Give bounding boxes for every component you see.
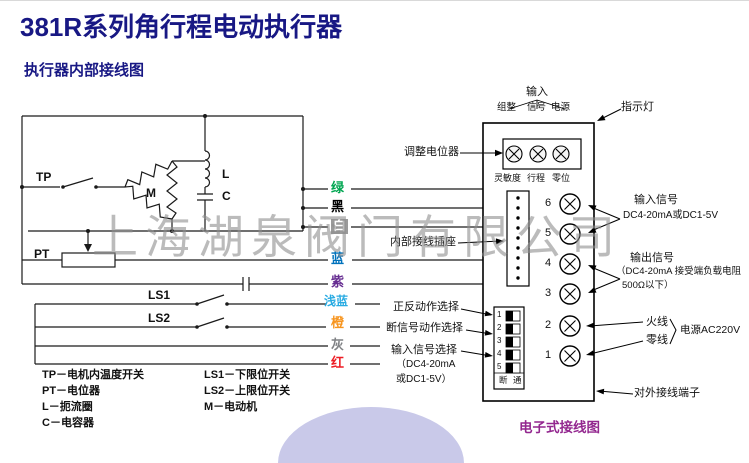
legend-item-tp: TP－电机内温度开关 <box>42 369 145 381</box>
pot-label-sensitivity: 灵敏度 <box>494 173 522 183</box>
socket-pins <box>516 196 520 280</box>
legend-item-ls2: LS2－上限位开关 <box>204 385 291 397</box>
wire-label-purple: 紫 <box>331 274 345 289</box>
terminal-block <box>482 99 595 402</box>
annotation-input-signal-range: DC4-20mA或DC1-5V <box>623 210 719 221</box>
label-capacitor: C <box>222 189 231 203</box>
terminal-number-4: 4 <box>545 257 552 269</box>
capacitor-c <box>197 187 213 231</box>
wire-label-red: 红 <box>331 355 345 370</box>
wire-label-blue: 蓝 <box>331 251 345 266</box>
motor-winding <box>124 185 173 220</box>
dip-row-3: 3 <box>497 336 502 345</box>
wire-label-gray: 灰 <box>331 337 345 352</box>
annotation-dip-input-select-range2: 或DC1-5V） <box>396 374 452 385</box>
input-group-label: 输入 <box>526 86 548 98</box>
wire-label-black: 黑 <box>331 199 345 214</box>
wire-label-white: 白 <box>331 218 349 234</box>
company-watermark: 上海湖泉阀门有限公司 <box>92 212 622 263</box>
annotation-live-wire: 火线 <box>646 316 668 328</box>
annotation-dip-signal-loss: 断信号动作选择 <box>386 322 463 334</box>
junction-dots <box>20 114 305 329</box>
annotation-indicator-light: 指示灯 <box>621 101 654 113</box>
dip-off-label: 断 <box>499 375 508 385</box>
annotation-dip-forward-reverse: 正反动作选择 <box>393 301 459 313</box>
annotation-input-signal: 输入信号 <box>634 194 678 206</box>
label-ls2: LS2 <box>148 311 171 325</box>
dip-switch-block <box>493 306 525 390</box>
label-tp: TP <box>36 170 52 184</box>
pot-label-zero: 零位 <box>552 173 571 183</box>
annotation-internal-socket: 内部接线插座 <box>390 236 456 248</box>
legend-item-pt: PT－电位器 <box>42 385 101 397</box>
limit-switch-ls2 <box>35 317 326 328</box>
capacitor-branch <box>21 260 328 291</box>
annotation-dip-input-select: 输入信号选择 <box>391 344 457 356</box>
motor-winding <box>165 160 178 220</box>
dip-row-5: 5 <box>497 362 502 371</box>
dip-row-1: 1 <box>497 310 502 319</box>
annotation-output-signal-range: （DC4-20mA 接受端负载电阻 <box>616 266 742 277</box>
top-terminal-label-3: 电源 <box>551 102 571 113</box>
dip-row-2: 2 <box>497 323 502 332</box>
wire-label-orange: 橙 <box>331 315 345 330</box>
legend-item-ls1: LS1－下限位开关 <box>204 369 291 381</box>
screw-terminals <box>559 193 581 367</box>
motor-winding <box>124 160 173 188</box>
adjust-pot-box <box>502 138 582 170</box>
annotation-adjust-pot: 调整电位器 <box>404 146 459 158</box>
footer-caption: 电子式接线图 <box>519 420 600 435</box>
annotation-output-signal: 输出信号 <box>630 252 674 264</box>
legend-item-c: C－电容器 <box>42 417 94 429</box>
annotation-output-signal-load: 500Ω以下） <box>622 280 674 291</box>
dip-row-4: 4 <box>497 349 502 358</box>
pot-screws <box>505 145 570 163</box>
top-terminal-label-1: 组整 <box>497 102 517 113</box>
circuit-lines <box>21 115 483 365</box>
legend-item-m: M－电动机 <box>204 401 258 413</box>
tp-switch <box>62 177 125 188</box>
terminal-number-2: 2 <box>545 319 552 331</box>
limit-switch-ls1 <box>35 294 326 305</box>
wire-label-light-blue: 浅蓝 <box>324 294 349 308</box>
annotation-power-supply: 电源AC220V <box>680 324 741 336</box>
label-motor: M <box>146 186 156 200</box>
dip-on-label: 通 <box>513 375 522 385</box>
choke-coil-l <box>204 150 211 188</box>
label-ls1: LS1 <box>148 288 171 302</box>
terminal-number-6: 6 <box>545 197 552 209</box>
wiper-arrow <box>84 244 92 252</box>
wire-label-green: 绿 <box>331 180 345 195</box>
label-pt: PT <box>34 247 50 261</box>
annotation-dip-input-select-range1: （DC4-20mA <box>396 359 456 370</box>
annotation-external-terminals: 对外接线端子 <box>634 387 700 399</box>
label-choke: L <box>222 167 230 181</box>
pot-label-travel: 行程 <box>527 173 546 183</box>
annotation-neutral-wire: 零线 <box>646 334 668 346</box>
terminal-number-1: 1 <box>545 349 552 361</box>
page-subtitle: 执行器内部接线图 <box>24 62 145 79</box>
top-terminal-label-2: 信号 <box>527 102 547 113</box>
legend-item-l: L－扼流圈 <box>42 401 93 413</box>
input-branch-lines <box>508 99 566 110</box>
terminal-number-3: 3 <box>545 287 552 299</box>
annotation-arrowheads <box>484 114 606 395</box>
terminal-number-5: 5 <box>545 227 552 239</box>
page-title: 381R系列角行程电动执行器 <box>20 12 343 42</box>
